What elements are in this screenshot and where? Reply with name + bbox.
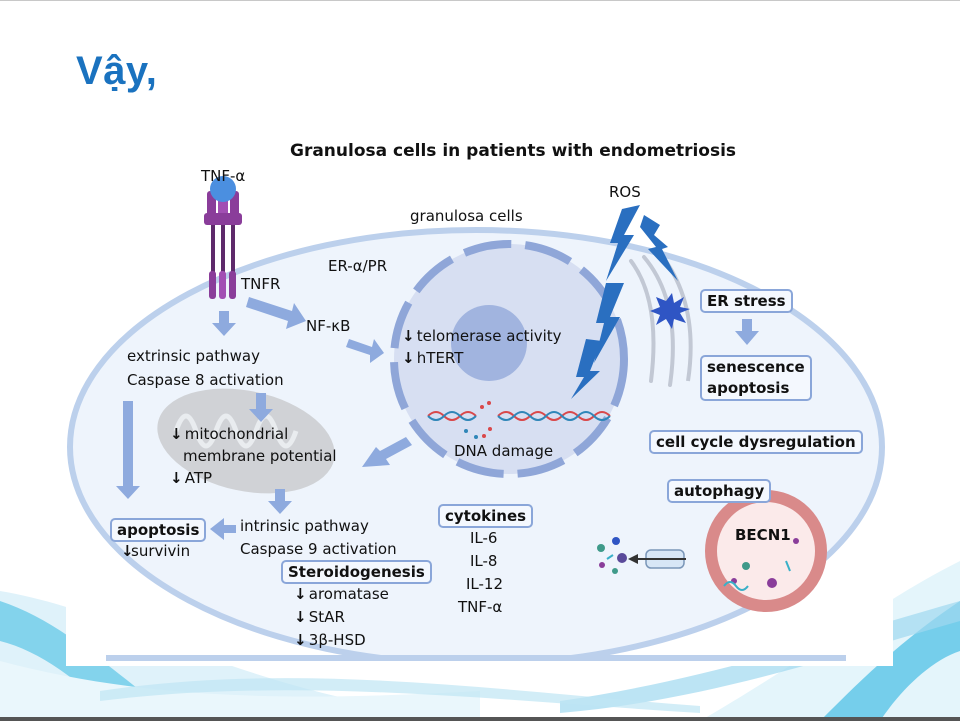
- tnf-alpha-ligand-icon: [210, 176, 236, 202]
- tnf-receptor-icon: [204, 176, 242, 299]
- figure-title: Granulosa cells in patients with endomet…: [290, 141, 737, 161]
- htert-label: hTERT: [416, 349, 464, 367]
- apoptosis-box: apoptosis: [110, 518, 207, 542]
- aromatase-label: aromatase: [308, 585, 389, 603]
- ros-label: ROS: [609, 183, 641, 201]
- er-stress-burst-icon: [650, 293, 690, 329]
- dna-damage-label: DNA damage: [454, 442, 554, 460]
- down-arrow-icon: ↓: [402, 327, 415, 345]
- senescence-label: senescence: [707, 358, 805, 376]
- tnfr-label: TNFR: [241, 275, 281, 293]
- intrinsic-pathway-label: intrinsic pathway: [240, 517, 369, 535]
- nucleus: [390, 240, 628, 478]
- mito-row: ↓ mitochondrial: [170, 423, 288, 445]
- senescence-apoptosis-label: apoptosis: [707, 379, 790, 397]
- er-pr-label: ER-α/PR: [328, 257, 388, 275]
- tnf-alpha-label: TNF-α: [201, 167, 246, 185]
- star-row: ↓ StAR: [294, 606, 345, 628]
- down-arrow-icon: ↓: [294, 585, 307, 603]
- ros-bolt-icon: [571, 205, 678, 399]
- membrane-potential-label: membrane potential: [183, 447, 337, 465]
- diagram-figure: Granulosa cells in patients with endomet…: [66, 131, 893, 666]
- aromatase-row: ↓ aromatase: [294, 583, 389, 605]
- hsd-label: 3β-HSD: [308, 631, 366, 649]
- cytokine-item: TNF-α: [458, 598, 503, 616]
- down-arrow-icon: ↓: [294, 631, 307, 649]
- dna-helix-icon: [427, 401, 611, 439]
- atp-row: ↓ ATP: [170, 467, 212, 489]
- slide-title: Vậy,: [76, 49, 158, 93]
- star-label: StAR: [308, 608, 345, 626]
- mitochondrion: [157, 388, 335, 494]
- cell-illustration: [66, 176, 893, 666]
- survivin-row: ↓survivin: [121, 540, 190, 562]
- mitochondrial-label: mitochondrial: [184, 425, 289, 443]
- nucleolus: [451, 305, 527, 381]
- htert-row: ↓ hTERT: [402, 347, 463, 369]
- telomerase-label: telomerase activity: [416, 327, 562, 345]
- atp-label: ATP: [184, 469, 213, 487]
- caspase-9-label: Caspase 9 activation: [240, 540, 397, 558]
- hsd-row: ↓ 3β-HSD: [294, 629, 366, 651]
- extrinsic-pathway-label: extrinsic pathway: [127, 347, 261, 365]
- nf-kb-label: NF-κB: [306, 317, 351, 335]
- down-arrow-icon: ↓: [121, 542, 134, 560]
- cytokine-item: IL-6: [470, 529, 498, 547]
- down-arrow-icon: ↓: [294, 608, 307, 626]
- caspase-8-label: Caspase 8 activation: [127, 371, 284, 389]
- down-arrow-icon: ↓: [402, 349, 415, 367]
- senescence-apoptosis-box: senescence apoptosis: [700, 355, 812, 401]
- autophagy-box: autophagy: [667, 479, 772, 503]
- down-arrow-icon: ↓: [170, 469, 183, 487]
- granulosa-cells-label: granulosa cells: [410, 207, 523, 225]
- er-stress-box: ER stress: [700, 289, 793, 313]
- cytokine-item: IL-12: [466, 575, 504, 593]
- steroidogenesis-box: Steroidogenesis: [281, 560, 432, 584]
- telomerase-row: ↓ telomerase activity: [402, 325, 562, 347]
- pathway-arrows: [116, 297, 759, 540]
- survivin-label: survivin: [131, 542, 191, 560]
- down-arrow-icon: ↓: [170, 425, 183, 443]
- cell-cycle-box: cell cycle dysregulation: [649, 430, 863, 454]
- becn1-label: BECN1: [735, 526, 791, 544]
- cytokines-box: cytokines: [438, 504, 534, 528]
- cytokine-item: IL-8: [470, 552, 498, 570]
